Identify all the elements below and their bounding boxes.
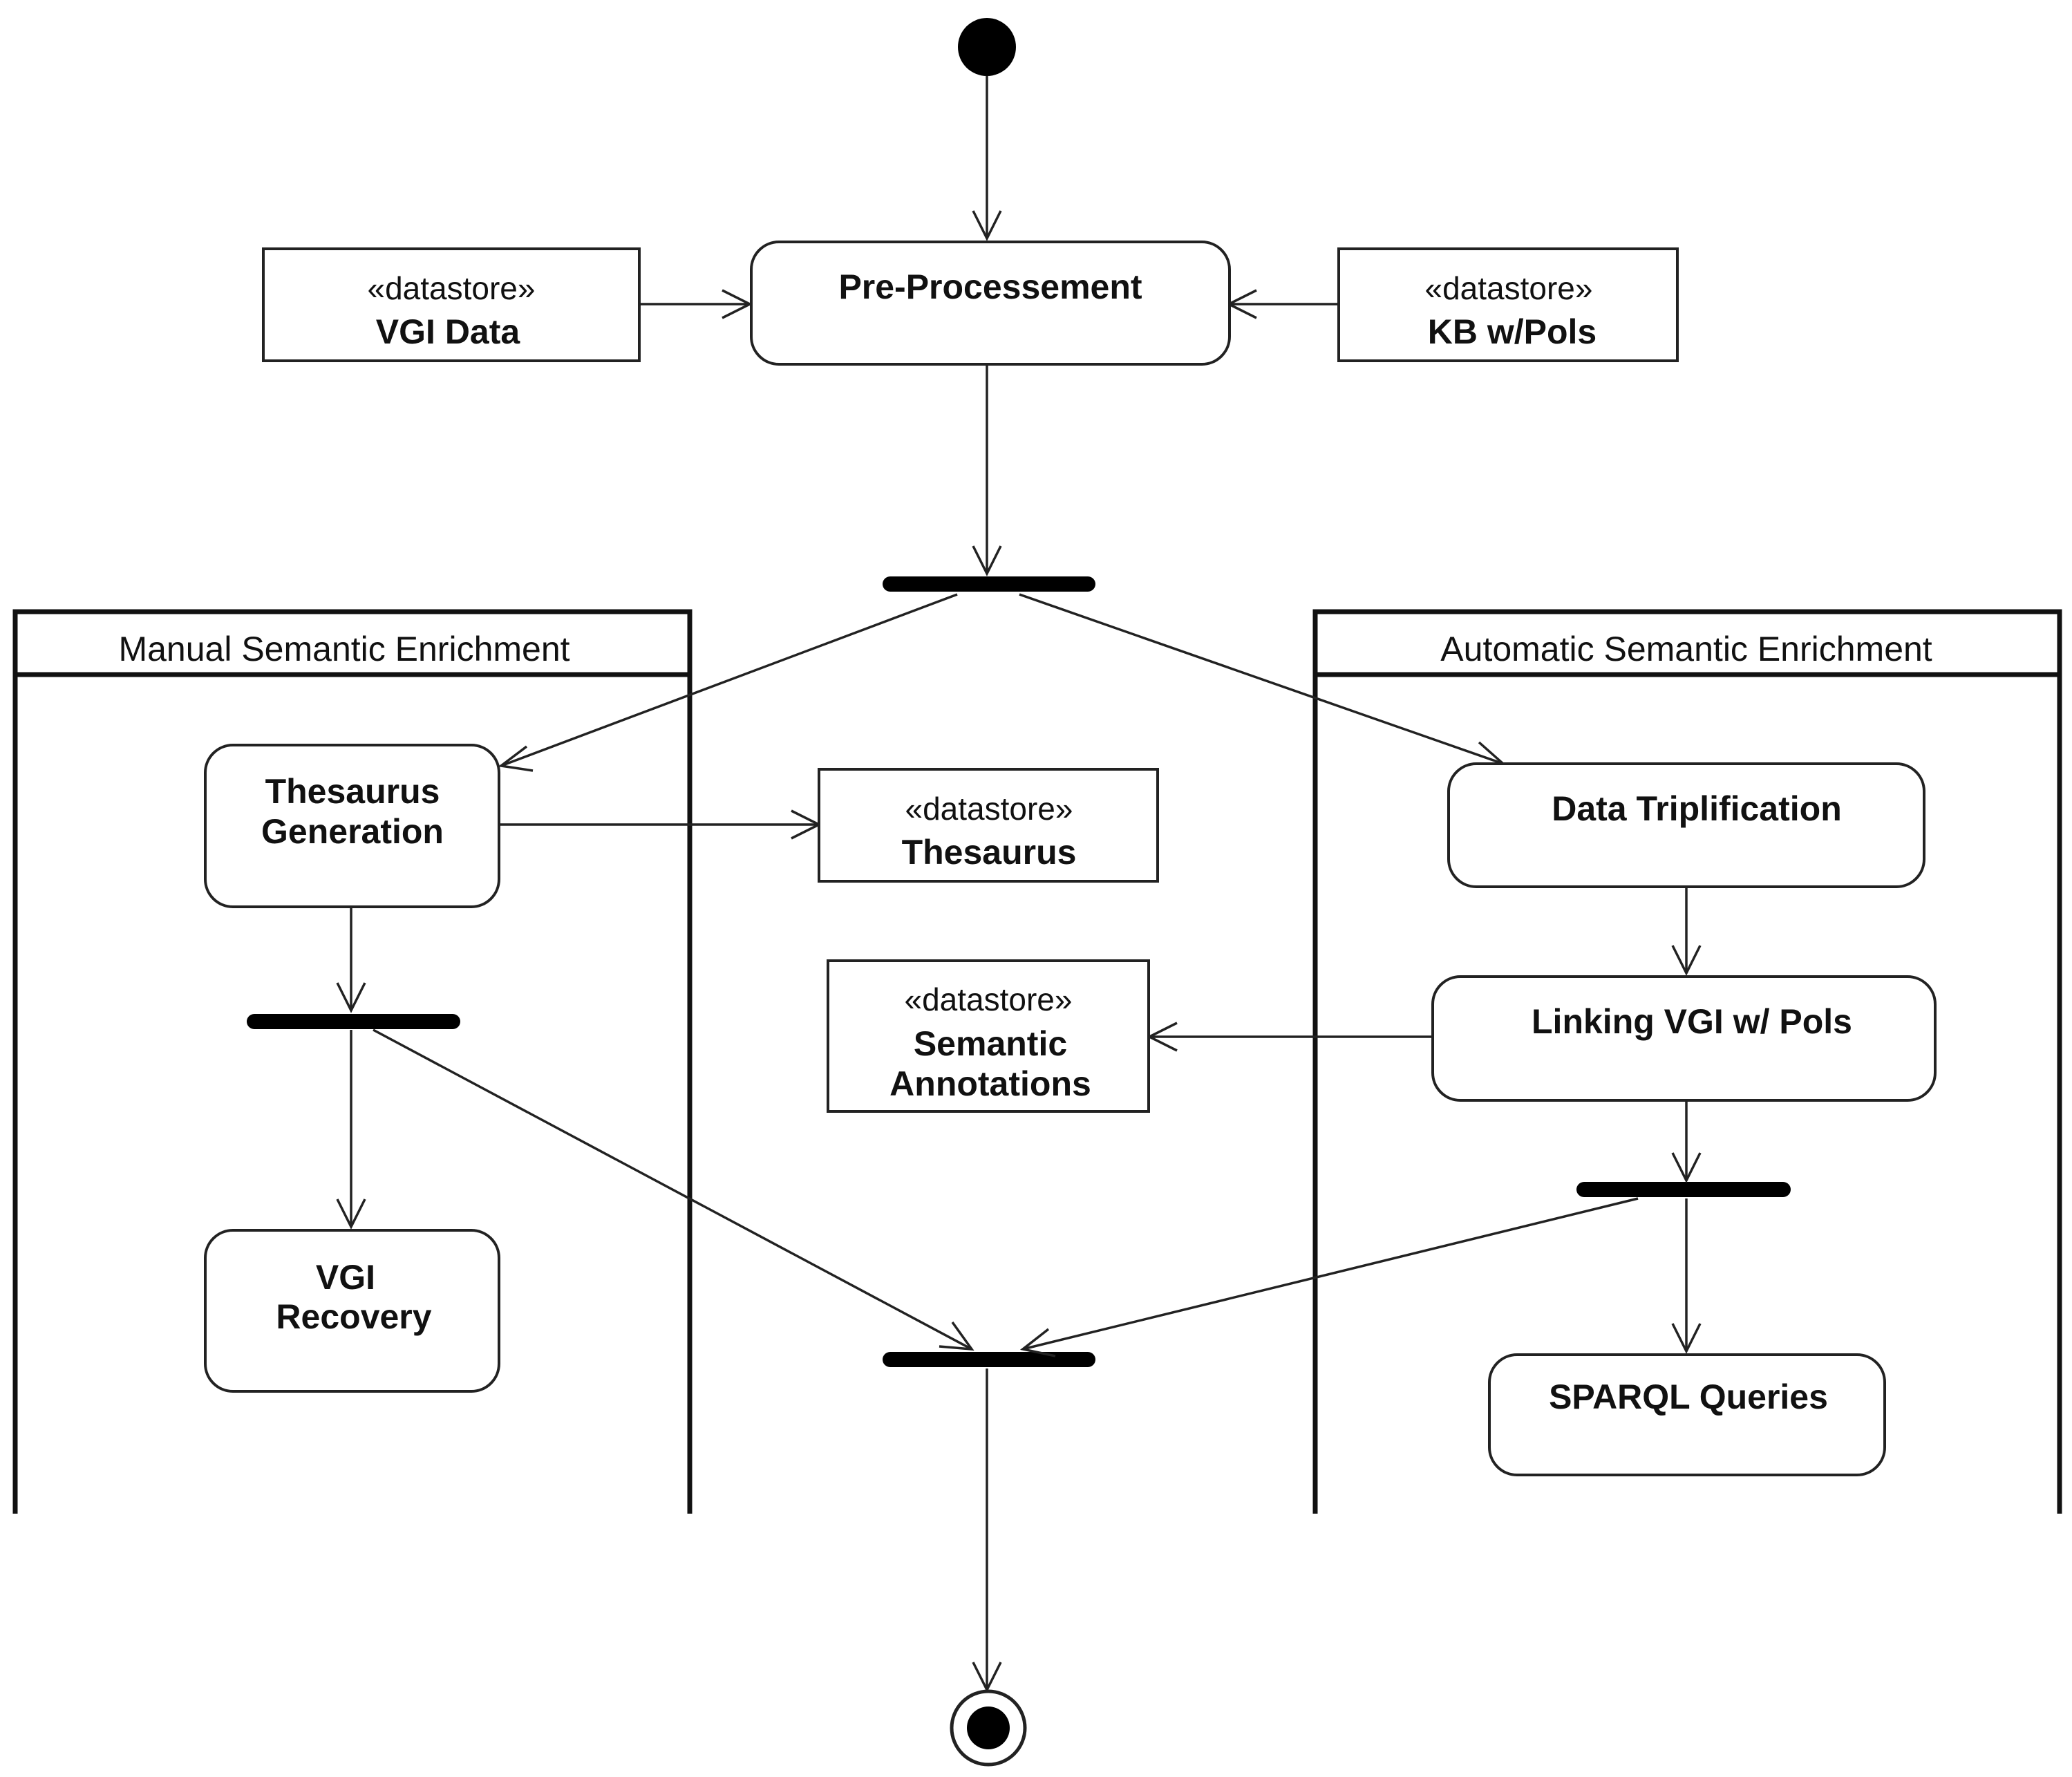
swimlane-manual-title: Manual Semantic Enrichment bbox=[118, 630, 569, 668]
edge-automatic-fork-to-join bbox=[1019, 1197, 1639, 1357]
datastore-kb-pois-name: KB w/Pols bbox=[1428, 312, 1597, 351]
datastore-kb-pois: «datastore» KB w/Pols bbox=[1337, 247, 1679, 362]
edge-fork-to-thesaurus-generation bbox=[498, 593, 958, 772]
edge-kb-to-preprocessing bbox=[1226, 289, 1337, 319]
edge-fork-to-data-triplification bbox=[1019, 593, 1507, 769]
datastore-thesaurus-name: Thesaurus bbox=[902, 833, 1077, 872]
edge-linking-to-annotations bbox=[1147, 1022, 1433, 1052]
edge-join-to-final bbox=[972, 1369, 1002, 1693]
activity-preprocessing: Pre-Processement bbox=[750, 241, 1231, 366]
edge-fork-to-sparql bbox=[1671, 1198, 1702, 1354]
edge-triplification-to-linking bbox=[1671, 887, 1702, 976]
swimlane-manual: Manual Semantic Enrichment bbox=[12, 609, 693, 1514]
edge-thesaurus-generation-to-fork bbox=[336, 907, 366, 1013]
datastore-thesaurus: «datastore» Thesaurus bbox=[818, 768, 1159, 883]
activity-sparql: SPARQL Queries bbox=[1488, 1353, 1886, 1476]
activity-thesaurus-generation-line2: Generation bbox=[261, 812, 444, 851]
activity-thesaurus-generation: Thesaurus Generation bbox=[204, 744, 500, 908]
activity-linking-label: Linking VGI w/ Pols bbox=[1532, 1002, 1852, 1041]
edge-vgi-data-to-preprocessing bbox=[639, 289, 753, 319]
datastore-vgi-data-name: VGI Data bbox=[376, 312, 521, 351]
initial-node bbox=[958, 18, 1016, 76]
swimlane-automatic: Automatic Semantic Enrichment bbox=[1312, 609, 2062, 1514]
datastore-semantic-annotations: «datastore» Semantic Annotations bbox=[827, 959, 1150, 1113]
edge-thesaurus-generation-to-thesaurus bbox=[499, 809, 822, 840]
activity-vgi-recovery-line2: Recovery bbox=[276, 1297, 431, 1336]
activity-vgi-recovery: VGI Recovery bbox=[204, 1229, 500, 1393]
datastore-vgi-data-stereotype: «datastore» bbox=[368, 270, 536, 306]
datastore-kb-pois-stereotype: «datastore» bbox=[1425, 270, 1593, 306]
datastore-semantic-annotations-line2: Annotations bbox=[889, 1064, 1091, 1103]
activity-data-triplification-label: Data Triplification bbox=[1552, 789, 1842, 828]
edge-linking-to-fork bbox=[1671, 1100, 1702, 1183]
datastore-semantic-annotations-line1: Semantic bbox=[914, 1024, 1067, 1063]
edge-fork-to-vgi-recovery bbox=[336, 1030, 366, 1230]
datastore-thesaurus-stereotype: «datastore» bbox=[905, 791, 1073, 827]
activity-vgi-recovery-line1: VGI bbox=[316, 1258, 375, 1297]
activity-preprocessing-label: Pre-Processement bbox=[838, 267, 1142, 306]
swimlane-automatic-title: Automatic Semantic Enrichment bbox=[1440, 630, 1932, 668]
activity-sparql-label: SPARQL Queries bbox=[1549, 1378, 1828, 1416]
edge-manual-fork-to-join bbox=[373, 1028, 974, 1351]
edge-initial-to-preprocessing bbox=[972, 76, 1002, 241]
activity-linking: Linking VGI w/ Pols bbox=[1431, 975, 1937, 1102]
activity-data-triplification: Data Triplification bbox=[1447, 762, 1925, 888]
activity-thesaurus-generation-line1: Thesaurus bbox=[265, 772, 440, 811]
datastore-semantic-annotations-stereotype: «datastore» bbox=[905, 981, 1073, 1017]
edge-preprocessing-to-fork bbox=[972, 364, 1002, 576]
datastore-vgi-data: «datastore» VGI Data bbox=[262, 247, 641, 362]
final-node bbox=[950, 1689, 1027, 1767]
